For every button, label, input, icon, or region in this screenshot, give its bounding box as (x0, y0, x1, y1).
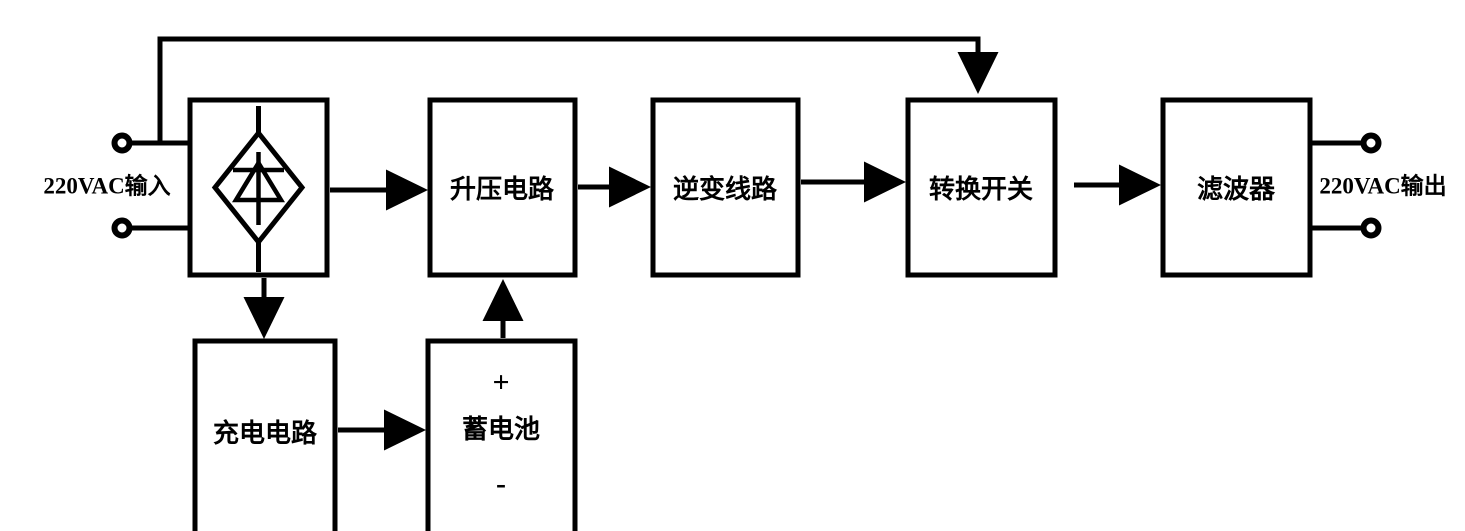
block-battery-outline (425, 338, 578, 531)
block-label-filter: 滤波器 (1196, 175, 1276, 204)
block-label-charger: 充电电路 (212, 419, 318, 448)
block-transfer-switch-outline (905, 97, 1058, 278)
bypass-line (157, 36, 999, 143)
input-terminal-top-icon[interactable] (111, 132, 133, 154)
block-rectifier-outline (187, 97, 330, 278)
block-inverter-outline (650, 97, 801, 278)
bridge-rectifier-icon (211, 106, 306, 272)
block-charger-outline (192, 338, 338, 531)
battery-plus-label: + (492, 366, 510, 399)
output-terminal-bottom-icon[interactable] (1360, 217, 1382, 239)
input-label: 220VAC输入 (43, 173, 171, 199)
output-label: 220VAC输出 (1319, 173, 1447, 199)
block-boost-outline (427, 97, 578, 278)
block-label-transfer-switch: 转换开关 (928, 175, 1034, 204)
block-label-inverter: 逆变线路 (672, 175, 778, 204)
input-terminal-bottom-icon[interactable] (111, 217, 133, 239)
block-label-boost: 升压电路 (449, 175, 555, 204)
output-terminal-top-icon[interactable] (1360, 132, 1382, 154)
block-filter-outline (1160, 97, 1313, 278)
block-label-battery: 蓄电池 (461, 415, 541, 444)
battery-minus-label: - (496, 467, 506, 500)
